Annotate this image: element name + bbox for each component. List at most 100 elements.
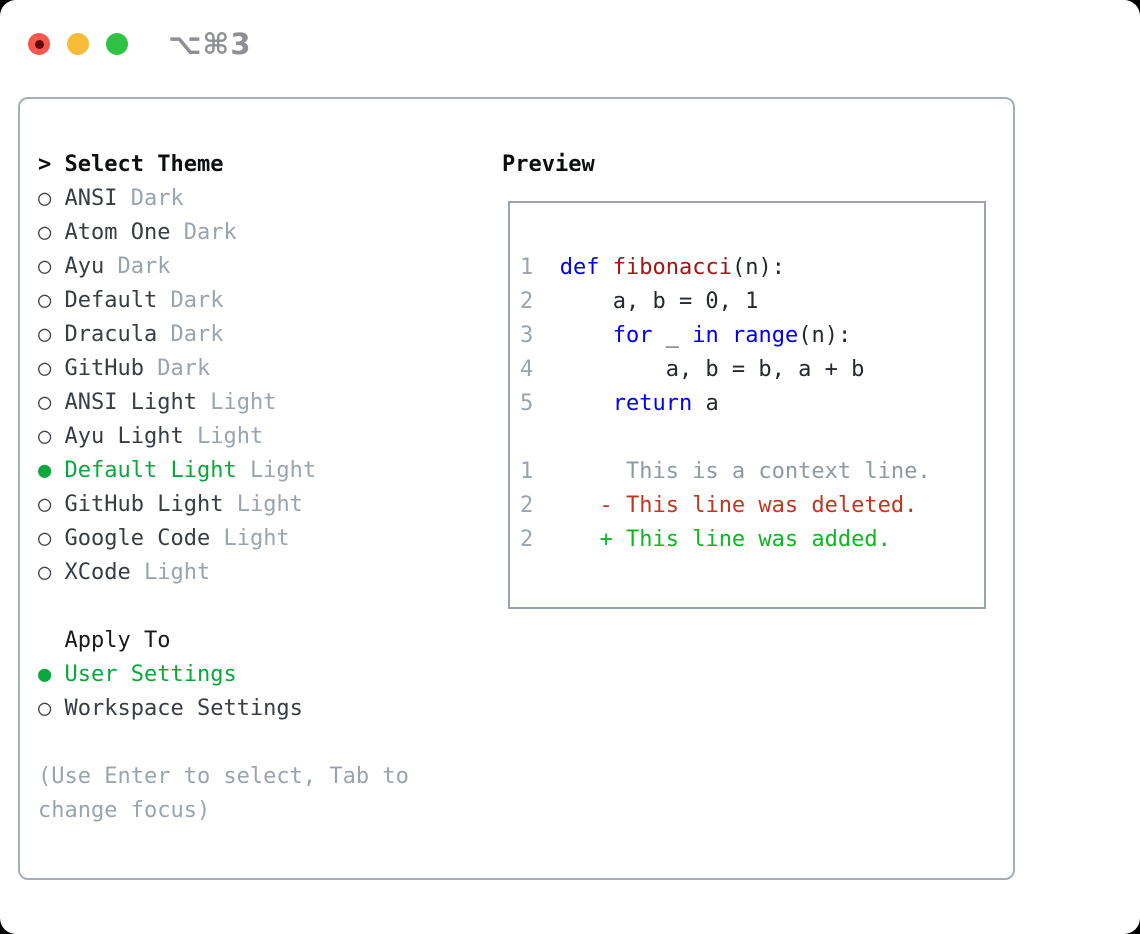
code-token: for bbox=[612, 323, 653, 348]
preview-column: Preview 1 def fibonacci(n):2 a, b = 0, 1… bbox=[478, 148, 986, 828]
theme-name: ANSI bbox=[64, 186, 118, 211]
line-number: 1 bbox=[520, 459, 534, 484]
theme-name: GitHub Light bbox=[64, 492, 224, 517]
theme-name: Google Code bbox=[64, 526, 211, 551]
theme-variant-tag: Light bbox=[223, 526, 290, 551]
apply-option-label: User Settings bbox=[64, 662, 237, 687]
theme-list: ○ ANSI Dark○ Atom One Dark○ Ayu Dark○ De… bbox=[38, 182, 478, 590]
code-token: return bbox=[612, 391, 693, 416]
theme-name: Dracula bbox=[64, 322, 158, 347]
line-number: 5 bbox=[520, 391, 534, 416]
apply-option-user-settings[interactable]: ● User Settings bbox=[38, 658, 478, 692]
window-titlebar: ⌥⌘3 bbox=[28, 27, 252, 61]
theme-variant-tag: Dark bbox=[130, 186, 184, 211]
theme-name: Ayu Light bbox=[64, 424, 184, 449]
close-dot-icon bbox=[34, 39, 44, 49]
radio-selected-icon: ● bbox=[38, 662, 52, 687]
theme-option-google-code[interactable]: ○ Google Code Light bbox=[38, 522, 478, 556]
code-token: a, b = 0, 1 bbox=[533, 289, 759, 314]
theme-option-ansi[interactable]: ○ ANSI Dark bbox=[38, 182, 478, 216]
line-number: 2 bbox=[520, 289, 534, 314]
theme-variant-tag: Dark bbox=[170, 288, 224, 313]
code-token: - This line was deleted. bbox=[599, 493, 918, 518]
radio-unselected-icon: ○ bbox=[38, 560, 52, 585]
theme-variant-tag: Light bbox=[249, 458, 317, 483]
radio-unselected-icon: ○ bbox=[38, 424, 52, 449]
line-number: 4 bbox=[520, 357, 534, 382]
code-token bbox=[533, 391, 612, 416]
apply-to-list: ● User Settings○ Workspace Settings bbox=[38, 658, 478, 726]
diff-line: 1 This is a context line. bbox=[520, 455, 984, 489]
apply-option-label: Workspace Settings bbox=[64, 696, 303, 721]
radio-unselected-icon: ○ bbox=[38, 220, 52, 245]
theme-option-default[interactable]: ○ Default Dark bbox=[38, 284, 478, 318]
theme-name: Ayu bbox=[64, 254, 105, 279]
spacer bbox=[38, 590, 478, 624]
line-number: 2 bbox=[520, 493, 534, 518]
settings-panel: > Select Theme ○ ANSI Dark○ Atom One Dar… bbox=[18, 97, 1015, 880]
code-token: def bbox=[559, 255, 600, 280]
theme-variant-tag: Light bbox=[210, 390, 277, 415]
theme-name: Default bbox=[64, 288, 158, 313]
focus-caret-icon: > bbox=[38, 152, 52, 177]
code-line: 4 a, b = b, a + b bbox=[520, 353, 984, 387]
apply-option-workspace-settings[interactable]: ○ Workspace Settings bbox=[38, 692, 478, 726]
theme-option-ayu[interactable]: ○ Ayu Dark bbox=[38, 250, 478, 284]
zoom-button[interactable] bbox=[106, 33, 128, 55]
theme-name: XCode bbox=[64, 560, 131, 585]
theme-name: Atom One bbox=[64, 220, 171, 245]
keyboard-hint: (Use Enter to select, Tab to change focu… bbox=[38, 764, 409, 823]
theme-option-atom-one[interactable]: ○ Atom One Dark bbox=[38, 216, 478, 250]
radio-unselected-icon: ○ bbox=[38, 288, 52, 313]
theme-variant-tag: Dark bbox=[170, 322, 224, 347]
theme-option-default-light[interactable]: ● Default Light Light bbox=[38, 454, 478, 488]
code-token: + This line was added. bbox=[599, 527, 891, 552]
code-token bbox=[533, 323, 612, 348]
preview-title: Preview bbox=[502, 152, 595, 177]
radio-unselected-icon: ○ bbox=[38, 526, 52, 551]
code-token: a bbox=[692, 391, 719, 416]
radio-unselected-icon: ○ bbox=[38, 186, 52, 211]
theme-option-github-light[interactable]: ○ GitHub Light Light bbox=[38, 488, 478, 522]
code-line: 5 return a bbox=[520, 387, 984, 421]
code-line: 3 for _ in range(n): bbox=[520, 319, 984, 353]
code-line: 1 def fibonacci(n): bbox=[520, 251, 984, 285]
code-token: (n): bbox=[798, 323, 852, 348]
theme-name: GitHub bbox=[64, 356, 144, 381]
theme-variant-tag: Light bbox=[236, 492, 303, 517]
radio-unselected-icon: ○ bbox=[38, 254, 52, 279]
blank-line bbox=[520, 421, 984, 455]
minimize-button[interactable] bbox=[67, 33, 89, 55]
code-token: in bbox=[692, 323, 719, 348]
code-token bbox=[533, 493, 599, 518]
spacer bbox=[38, 726, 478, 760]
code-token bbox=[719, 323, 732, 348]
theme-variant-tag: Dark bbox=[117, 254, 171, 279]
code-line: 2 a, b = 0, 1 bbox=[520, 285, 984, 319]
theme-variant-tag: Dark bbox=[157, 356, 211, 381]
theme-option-github[interactable]: ○ GitHub Dark bbox=[38, 352, 478, 386]
theme-option-dracula[interactable]: ○ Dracula Dark bbox=[38, 318, 478, 352]
theme-variant-tag: Dark bbox=[183, 220, 237, 245]
line-number: 3 bbox=[520, 323, 534, 348]
code-token: (n): bbox=[731, 255, 785, 280]
diff-block: 1 This is a context line.2 - This line w… bbox=[520, 455, 984, 557]
code-token: a, b = b, a + b bbox=[533, 357, 865, 382]
radio-unselected-icon: ○ bbox=[38, 356, 52, 381]
code-token bbox=[533, 255, 560, 280]
apply-to-header: Apply To bbox=[64, 628, 171, 653]
line-number: 2 bbox=[520, 527, 534, 552]
diff-line: 2 - This line was deleted. bbox=[520, 489, 984, 523]
theme-option-ayu-light[interactable]: ○ Ayu Light Light bbox=[38, 420, 478, 454]
diff-line: 2 + This line was added. bbox=[520, 523, 984, 557]
radio-unselected-icon: ○ bbox=[38, 390, 52, 415]
theme-option-ansi-light[interactable]: ○ ANSI Light Light bbox=[38, 386, 478, 420]
close-button[interactable] bbox=[28, 33, 50, 55]
theme-option-xcode[interactable]: ○ XCode Light bbox=[38, 556, 478, 590]
radio-selected-icon: ● bbox=[38, 458, 52, 483]
code-token: _ bbox=[652, 323, 693, 348]
theme-variant-tag: Light bbox=[196, 424, 264, 449]
theme-name: ANSI Light bbox=[64, 390, 197, 415]
